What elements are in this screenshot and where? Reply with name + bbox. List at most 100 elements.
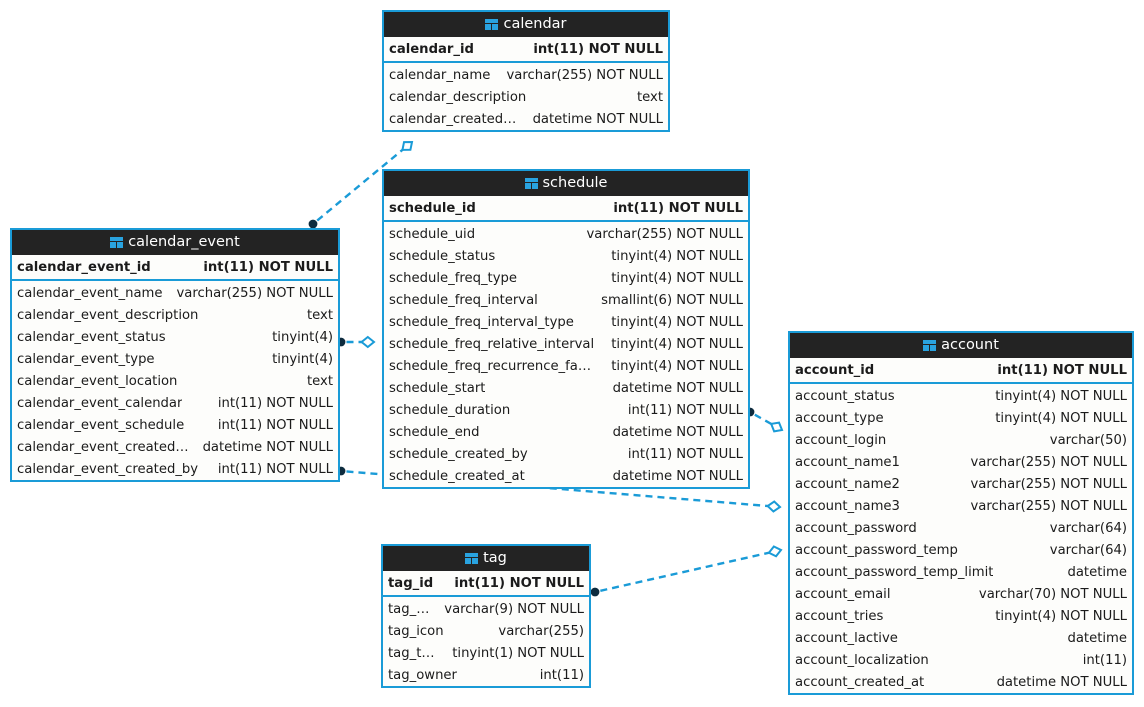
column-type: tinyint(4) NOT NULL [611, 358, 743, 374]
relationship-diamond-marker [767, 545, 783, 558]
column-row: account_type tinyint(4) NOT NULL [790, 407, 1132, 429]
column-name: account_tries [795, 608, 884, 624]
column-type: tinyint(1) NOT NULL [452, 645, 584, 661]
column-name: account_id [795, 362, 875, 378]
column-type: datetime NOT NULL [612, 468, 743, 484]
table-header[interactable]: schedule [384, 171, 748, 196]
column-row: calendar_created_at datetime NOT NULL [384, 108, 668, 130]
column-row: calendar_event_created_by int(11) NOT NUL… [12, 458, 338, 480]
table-icon [524, 177, 538, 189]
column-list: tag_colorvarchar(9) NOT NULLtag_iconvarc… [383, 597, 589, 686]
column-row: tag_type tinyint(1) NOT NULL [383, 642, 589, 664]
table-title: schedule [542, 175, 608, 191]
column-type: datetime [1067, 630, 1127, 646]
column-name: calendar_event_id [17, 259, 151, 275]
table-title: calendar_event [128, 234, 240, 250]
column-name: account_created_at [795, 674, 925, 690]
column-row: calendar_event_type tinyint(4) [12, 348, 338, 370]
column-name: account_name3 [795, 498, 900, 514]
column-name: calendar_event_status [17, 329, 166, 345]
table-title: account [941, 337, 999, 353]
column-type: text [306, 307, 333, 323]
relationship-diamond-marker [401, 140, 414, 151]
column-type: tinyint(4) NOT NULL [611, 270, 743, 286]
column-type: datetime NOT NULL [996, 674, 1127, 690]
column-type: varchar(64) [1049, 520, 1127, 536]
column-name: account_password_temp [795, 542, 958, 558]
relationship-diamond-marker [766, 500, 782, 513]
column-name: schedule_id [389, 200, 476, 216]
column-name: schedule_freq_relative_interval [389, 336, 595, 352]
relationship-diamond-marker [769, 421, 784, 433]
column-name: account_password_temp_limit [795, 564, 994, 580]
table-header[interactable]: account [790, 333, 1132, 358]
column-name: calendar_created_at [389, 111, 519, 127]
column-name: calendar_event_location [17, 373, 178, 389]
table-title: tag [483, 550, 507, 566]
column-name: account_status [795, 388, 895, 404]
relationship-diamond-marker [360, 335, 376, 349]
column-type: varchar(255) NOT NULL [970, 476, 1128, 492]
column-type: int(11) NOT NULL [217, 395, 333, 411]
column-name: account_name2 [795, 476, 900, 492]
column-type: text [306, 373, 333, 389]
table-header[interactable]: calendar [384, 12, 668, 37]
column-name: account_login [795, 432, 887, 448]
column-type: varchar(70) NOT NULL [978, 586, 1127, 602]
column-type: tinyint(4) NOT NULL [611, 314, 743, 330]
column-name: calendar_event_calendar [17, 395, 183, 411]
table-header[interactable]: tag [383, 546, 589, 571]
column-name: schedule_created_by [389, 446, 528, 462]
column-type: int(11) NOT NULL [217, 461, 333, 477]
column-type: tinyint(4) [272, 351, 333, 367]
column-name: calendar_event_type [17, 351, 155, 367]
column-row: schedule_uid varchar(255) NOT NULL [384, 223, 748, 245]
column-name: tag_type [388, 645, 438, 661]
column-name: calendar_event_name [17, 285, 163, 301]
column-name: account_name1 [795, 454, 900, 470]
relationship-calendar-event-to-schedule [336, 335, 376, 349]
column-type: varchar(255) NOT NULL [586, 226, 744, 242]
table-header[interactable]: calendar_event [12, 230, 338, 255]
table-icon [110, 236, 124, 248]
column-name: calendar_event_created_by [17, 461, 199, 477]
table-icon [923, 339, 937, 351]
column-type: varchar(9) NOT NULL [444, 601, 584, 617]
column-type: tinyint(4) NOT NULL [995, 410, 1127, 426]
column-name: schedule_uid [389, 226, 476, 242]
column-type: datetime NOT NULL [532, 111, 663, 127]
column-name: account_type [795, 410, 884, 426]
column-type: tinyint(4) NOT NULL [611, 336, 743, 352]
column-row: account_name2 varchar(255) NOT NULL [790, 473, 1132, 495]
column-type: varchar(255) NOT NULL [970, 498, 1128, 514]
